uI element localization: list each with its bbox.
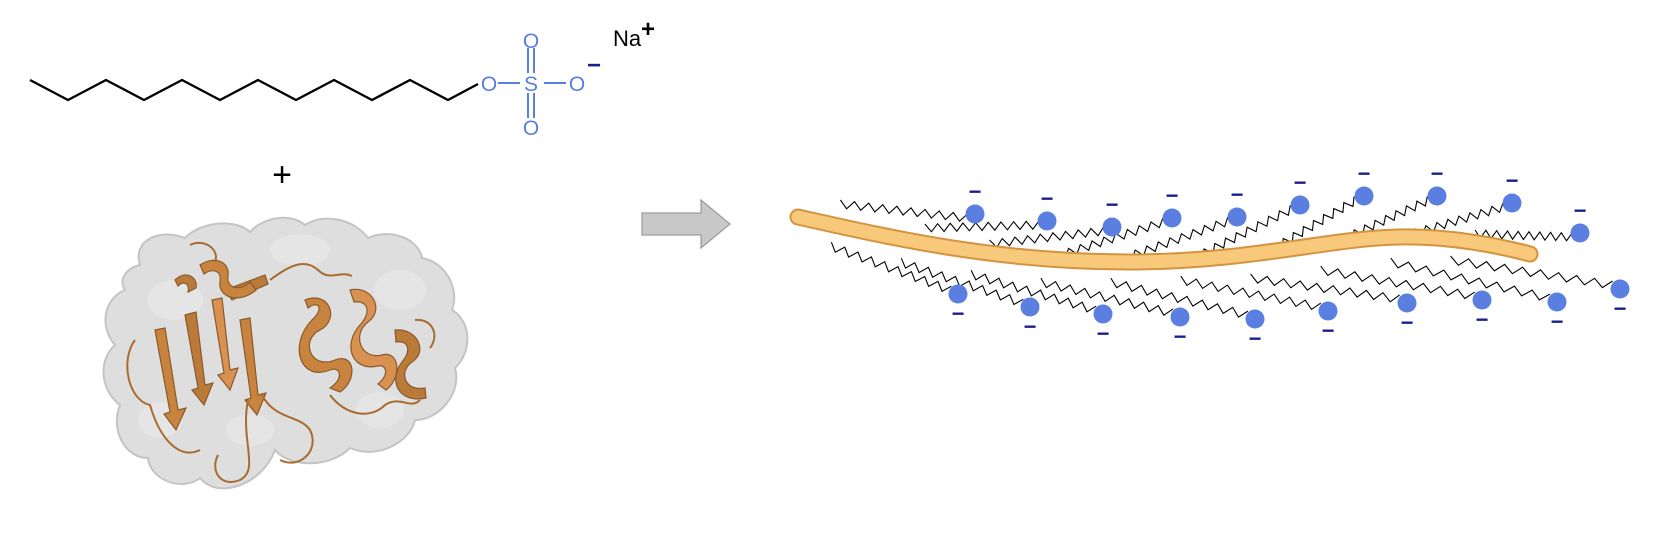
negative-charge-label: − [1574, 198, 1587, 223]
surfactant-head [1170, 307, 1190, 327]
negative-charge-label: − [1506, 168, 1519, 193]
sulfur-label: S [524, 73, 538, 96]
negative-charge-label: − [1476, 307, 1489, 332]
ester-oxygen-label: O [481, 73, 497, 96]
surfactant-head [1227, 207, 1247, 227]
surfactant-head [1318, 301, 1338, 321]
surfactant-head [1245, 309, 1265, 329]
sds-protein-complex-icon: − − − − − − − − − − − − − − − − − − − − [789, 161, 1630, 351]
surfactant-tail [1180, 275, 1322, 311]
negative-charge-label: − [1106, 192, 1119, 217]
negative-charge-label: − [1431, 161, 1444, 186]
negative-charge-label: − [1294, 170, 1307, 195]
plus-sign: + [272, 156, 292, 194]
surfactant-tail [989, 226, 1104, 249]
surfactant-tail [924, 220, 1040, 233]
unfolded-protein-backbone-fill [791, 210, 1537, 269]
sds-molecule: O S O O O − Na + [29, 16, 655, 140]
sds-alkyl-chain [29, 78, 479, 102]
surfactant-tail [1320, 265, 1475, 300]
surfactant-tail [1450, 255, 1613, 289]
negative-charge-label: − [1614, 296, 1627, 321]
surfactant-tail [970, 269, 1097, 313]
surfactant-tail [839, 199, 968, 223]
negative-charge-label: − [1358, 161, 1371, 186]
negative-charge-label: − [1166, 183, 1179, 208]
surfactant-head [1162, 208, 1182, 228]
surfactant-head [1427, 186, 1447, 206]
negative-charge-label: − [1041, 186, 1054, 211]
surfactant-head [1610, 279, 1630, 299]
surfactant-head [1102, 217, 1122, 237]
negative-charge-label: − [587, 52, 601, 79]
surfactant-tail [1110, 277, 1249, 318]
negative-charge-label: − [1024, 314, 1037, 339]
surfactant-tail [1390, 257, 1551, 301]
surfactant-head [1472, 290, 1492, 310]
surfactant-head [948, 284, 968, 304]
negative-charge-label: − [1249, 326, 1262, 351]
surfactant-head [1547, 292, 1567, 312]
surfactant-head [1020, 297, 1040, 317]
anionic-oxygen-label: O [569, 73, 585, 96]
surfactant-head [1037, 211, 1057, 231]
folded-protein-icon [102, 216, 469, 490]
alpha-helices [174, 259, 427, 400]
surfactant-heads: − − − − − − − − − − − − − − − − − − − − [948, 161, 1630, 351]
negative-charge-label: − [1322, 318, 1335, 343]
sodium-label: Na [613, 26, 642, 51]
surfactant-tail [1040, 277, 1174, 316]
surfactant-head [1290, 195, 1310, 215]
top-oxygen-label: O [523, 30, 539, 53]
negative-charge-label: − [952, 301, 965, 326]
negative-charge-label: − [969, 179, 982, 204]
surfactant-head [1397, 293, 1417, 313]
surface-highlights [138, 234, 426, 446]
reaction-arrow-icon [641, 198, 731, 250]
surfactant-head [965, 204, 985, 224]
negative-charge-label: − [1174, 324, 1187, 349]
loops [126, 242, 436, 483]
sulfate-headgroup [498, 48, 566, 118]
bottom-oxygen-label: O [523, 117, 539, 140]
surfactant-head [1093, 304, 1113, 324]
surfactant-head [1354, 186, 1374, 206]
negative-charge-label: − [1401, 310, 1414, 335]
negative-charge-label: − [1551, 309, 1564, 334]
surfactant-tail [1250, 273, 1400, 303]
surfactant-head [1502, 193, 1522, 213]
negative-charge-label: − [1097, 321, 1110, 346]
surfactant-head [1570, 223, 1590, 243]
sodium-charge-label: + [641, 16, 655, 43]
surfactant-tail [830, 242, 952, 293]
negative-charge-label: − [1231, 182, 1244, 207]
